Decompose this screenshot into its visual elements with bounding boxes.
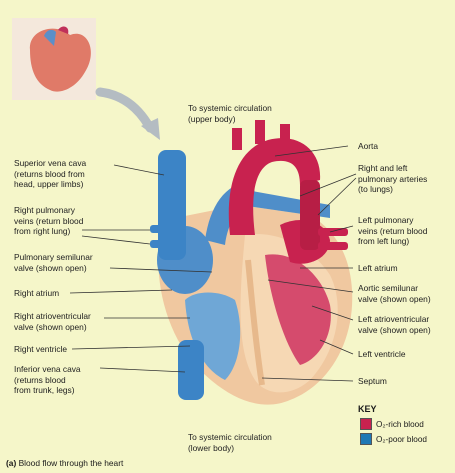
- label-left-av-valve: Left atrioventricular valve (shown open): [358, 314, 431, 335]
- label-pulmonary-arteries: Right and left pulmonary arteries (to lu…: [358, 163, 427, 195]
- key-rich: O₂-rich blood: [360, 418, 424, 430]
- label-pulmonary-semilunar-valve: Pulmonary semilunar valve (shown open): [14, 252, 93, 273]
- caption-letter: (a): [6, 458, 16, 468]
- label-right-ventricle: Right ventricle: [14, 344, 67, 355]
- caption-text: Blood flow through the heart: [19, 458, 124, 468]
- thumbnail-heart-icon: [12, 18, 96, 100]
- zoom-arrow: [100, 92, 150, 128]
- label-lower-circulation: To systemic circulation (lower body): [188, 432, 272, 453]
- oxygen-poor-swatch: [360, 433, 372, 445]
- label-left-pulmonary-veins: Left pulmonary veins (return blood from …: [358, 215, 427, 247]
- label-inferior-vena-cava: Inferior vena cava (returns blood from t…: [14, 364, 81, 396]
- label-right-pulmonary-veins: Right pulmonary veins (return blood from…: [14, 205, 83, 237]
- key-rich-label: O₂-rich blood: [376, 420, 424, 429]
- label-right-av-valve: Right atrioventricular valve (shown open…: [14, 311, 91, 332]
- oxygen-rich-swatch: [360, 418, 372, 430]
- label-right-atrium: Right atrium: [14, 288, 59, 299]
- label-left-atrium: Left atrium: [358, 263, 398, 274]
- label-superior-vena-cava: Superior vena cava (returns blood from h…: [14, 158, 86, 190]
- key-title: KEY: [358, 404, 377, 414]
- label-septum: Septum: [358, 376, 387, 387]
- heart-body: [150, 120, 352, 405]
- key-poor-label: O₂-poor blood: [376, 435, 427, 444]
- label-left-ventricle: Left ventricle: [358, 349, 405, 360]
- label-upper-circulation: To systemic circulation (upper body): [188, 103, 272, 124]
- figure-caption: (a) Blood flow through the heart: [6, 458, 123, 468]
- label-aorta: Aorta: [358, 141, 378, 152]
- label-aortic-semilunar-valve: Aortic semilunar valve (shown open): [358, 283, 431, 304]
- key-poor: O₂-poor blood: [360, 433, 427, 445]
